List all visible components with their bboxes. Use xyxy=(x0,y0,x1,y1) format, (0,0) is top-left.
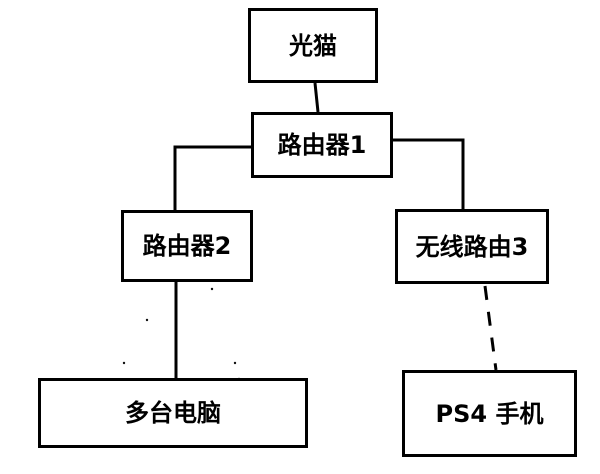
stray-mark-1 xyxy=(145,318,149,322)
router-2-node: 路由器2 xyxy=(121,210,253,282)
wireless-router-3-label: 无线路由3 xyxy=(415,232,529,261)
connection-modem-router1 xyxy=(313,82,320,113)
wireless-router-3-node: 无线路由3 xyxy=(395,209,549,284)
router-2-label: 路由器2 xyxy=(142,232,232,260)
connection-router1-wireless3 xyxy=(393,138,465,209)
router-1-node: 路由器1 xyxy=(251,112,393,178)
optical-modem-node: 光猫 xyxy=(248,8,378,83)
stray-mark-2 xyxy=(122,361,126,365)
multiple-pcs-label: 多台电脑 xyxy=(125,399,221,427)
ps4-phone-label: PS4 手机 xyxy=(435,399,544,428)
router-1-label: 路由器1 xyxy=(277,131,367,159)
connection-router1-router2 xyxy=(173,145,251,210)
connection-wireless3-ps4 xyxy=(483,285,498,371)
stray-mark-3 xyxy=(233,361,237,365)
ps4-phone-node: PS4 手机 xyxy=(402,370,577,457)
stray-mark-4 xyxy=(210,287,214,291)
optical-modem-label: 光猫 xyxy=(289,31,337,60)
multiple-pcs-node: 多台电脑 xyxy=(38,378,308,448)
